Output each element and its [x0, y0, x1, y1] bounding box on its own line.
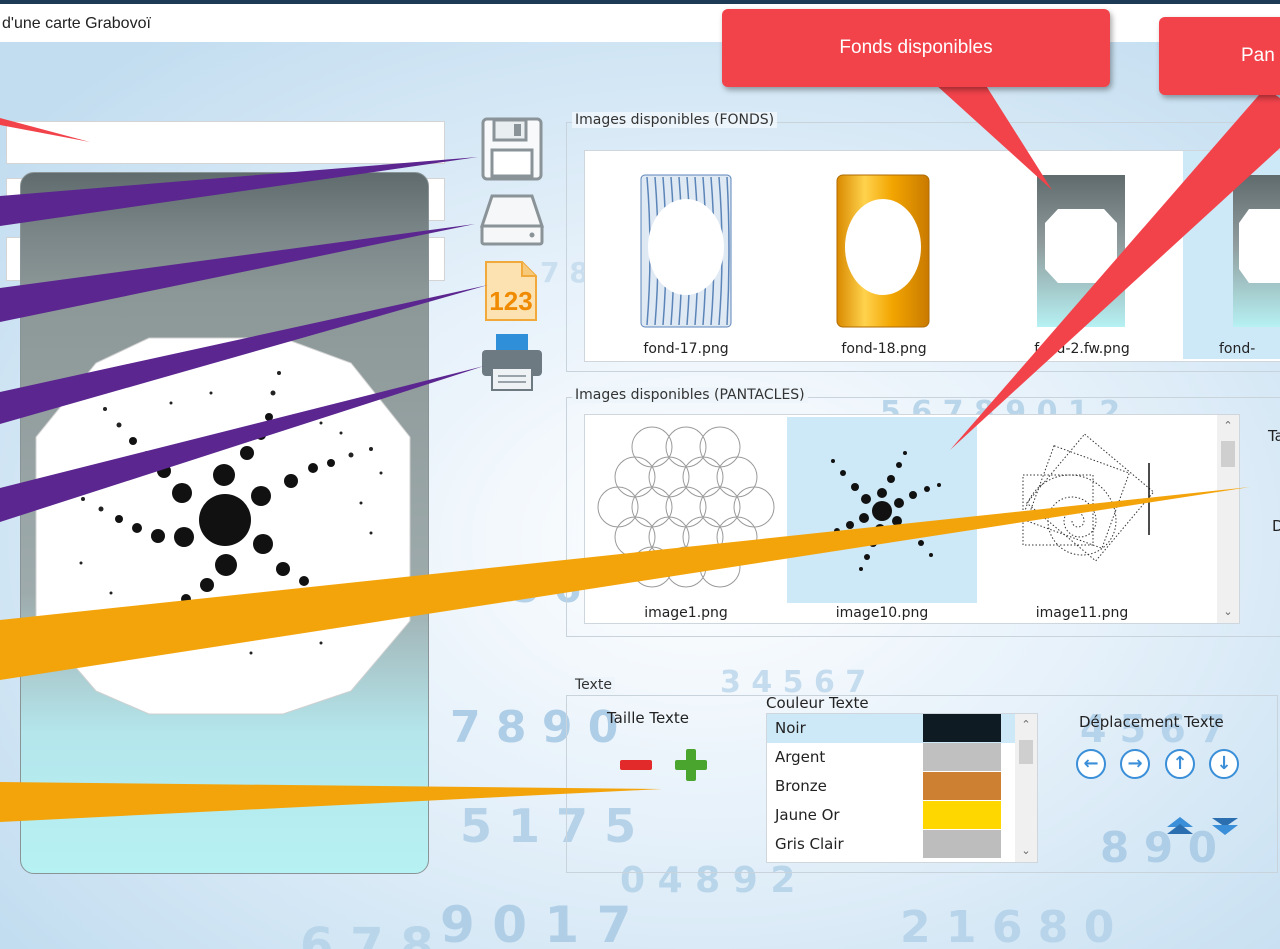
window-top-border: [0, 0, 1280, 4]
color-row[interactable]: Jaune Or: [767, 801, 1015, 830]
color-swatch: [923, 830, 1001, 858]
color-list[interactable]: Noir Argent Bronze Jaune Or Gris Clair ⌃…: [766, 713, 1038, 863]
fonds-legend: Images disponibles (FONDS): [572, 112, 778, 128]
fonds-disponibles-callout: Fonds disponibles: [722, 9, 1110, 87]
color-name: Noir: [775, 719, 806, 737]
plus-icon: [675, 749, 707, 781]
color-row[interactable]: Bronze: [767, 772, 1015, 801]
svg-text:0 4 8 9 2: 0 4 8 9 2: [620, 860, 795, 901]
save-button[interactable]: [478, 116, 546, 182]
fond-label: fond-18.png: [841, 341, 927, 357]
pantacle-label: image10.png: [835, 605, 929, 621]
fond-label: fond-: [1219, 341, 1256, 357]
fond-selected-thumbnail: [1233, 175, 1280, 327]
window-title: d'une carte Grabovoï: [2, 15, 151, 32]
pantacle-side-label-2: D: [1272, 517, 1280, 535]
card-pantacle-image: [35, 337, 411, 715]
svg-text:9 0 1 7: 9 0 1 7: [440, 896, 631, 949]
layer-down-icon[interactable]: [1211, 815, 1239, 837]
scroll-up-arrow-icon[interactable]: ⌃: [1223, 419, 1233, 432]
text-line-1-field[interactable]: [6, 121, 445, 164]
fond-18-thumbnail: [836, 174, 930, 328]
color-row[interactable]: Gris Clair: [767, 830, 1015, 859]
pantacles-scrollbar[interactable]: ⌃ ⌄: [1217, 415, 1239, 623]
layer-up-icon[interactable]: [1166, 815, 1194, 837]
fond-label: fond-2.fw.png: [1034, 341, 1130, 357]
numbers-button[interactable]: 123: [478, 258, 546, 324]
svg-text:4 5 6: 4 5 6: [470, 566, 581, 612]
pantacle-label: image11.png: [1035, 605, 1129, 621]
fond-17-thumbnail: [640, 174, 732, 328]
hard-drive-icon: [479, 194, 545, 246]
color-swatch: [923, 743, 1001, 771]
fonds-group: [566, 122, 1280, 372]
deplacement-texte-label: Déplacement Texte: [1079, 713, 1224, 731]
pantacle-label: image1.png: [644, 605, 728, 621]
svg-text:8 9 0: 8 9 0: [1100, 823, 1217, 872]
fonds-list[interactable]: fond-17.png fond-18.png: [584, 150, 1280, 362]
scroll-down-arrow-icon[interactable]: ⌄: [1223, 605, 1233, 618]
pantacles-list[interactable]: image1.png image10.png: [584, 414, 1240, 624]
color-name: Gris Clair: [775, 835, 844, 853]
color-name: Argent: [775, 748, 826, 766]
move-left-icon[interactable]: ←: [1076, 749, 1106, 779]
svg-text:4 5 6 7: 4 5 6 7: [1080, 707, 1225, 751]
drive-button[interactable]: [478, 190, 546, 256]
fond-item[interactable]: fond-18.png: [785, 151, 983, 359]
fond-2-thumbnail: [1037, 175, 1125, 327]
taille-texte-label: Taille Texte: [607, 709, 689, 727]
color-row[interactable]: Argent: [767, 743, 1015, 772]
scroll-thumb[interactable]: [1221, 441, 1235, 467]
printer-icon: [482, 334, 542, 391]
pantacles-callout: Pan: [1159, 17, 1280, 95]
image10-thumbnail: [823, 451, 941, 571]
svg-text:2 1 6 8 0: 2 1 6 8 0: [900, 902, 1114, 949]
card-preview: [20, 172, 429, 874]
color-row[interactable]: Noir: [767, 714, 1015, 743]
pantacle-item[interactable]: [787, 417, 977, 603]
decrease-text-size-button[interactable]: [620, 760, 652, 770]
numbers-document-icon: 123: [485, 261, 537, 321]
pantacles-legend: Images disponibles (PANTACLES): [572, 387, 808, 403]
color-name: Bronze: [775, 777, 827, 795]
texte-legend: Texte: [572, 677, 615, 693]
image11-thumbnail: [1022, 433, 1155, 562]
pantacle-item[interactable]: image1.png: [587, 417, 785, 623]
color-swatch: [923, 714, 1001, 742]
fond-label: fond-17.png: [643, 341, 729, 357]
numbers-icon-text: 123: [489, 286, 532, 316]
color-swatch: [923, 772, 1001, 800]
floppy-disk-icon: [481, 117, 543, 181]
fond-item[interactable]: fond-: [1183, 151, 1280, 359]
fond-item[interactable]: fond-17.png: [587, 151, 785, 359]
image1-thumbnail: [597, 426, 775, 588]
pantacle-side-label-1: Ta: [1268, 427, 1280, 445]
print-button[interactable]: [478, 332, 546, 398]
move-up-icon[interactable]: ↑: [1165, 749, 1195, 779]
scroll-thumb[interactable]: [1019, 740, 1033, 764]
svg-text:7 8 9 0: 7 8 9 0: [450, 702, 618, 753]
color-name: Jaune Or: [775, 806, 840, 824]
move-right-icon[interactable]: →: [1120, 749, 1150, 779]
increase-text-size-button[interactable]: [674, 748, 708, 782]
pantacle-item[interactable]: image11.png: [983, 417, 1181, 623]
scroll-down-arrow-icon[interactable]: ⌄: [1021, 844, 1031, 857]
fond-item[interactable]: fond-2.fw.png: [983, 151, 1181, 359]
svg-text:6 7 8: 6 7 8: [300, 918, 434, 949]
scroll-up-arrow-icon[interactable]: ⌃: [1021, 718, 1031, 731]
color-scrollbar[interactable]: ⌃ ⌄: [1015, 714, 1037, 862]
couleur-texte-label: Couleur Texte: [766, 694, 869, 712]
move-down-icon[interactable]: ↓: [1209, 749, 1239, 779]
color-swatch: [923, 801, 1001, 829]
